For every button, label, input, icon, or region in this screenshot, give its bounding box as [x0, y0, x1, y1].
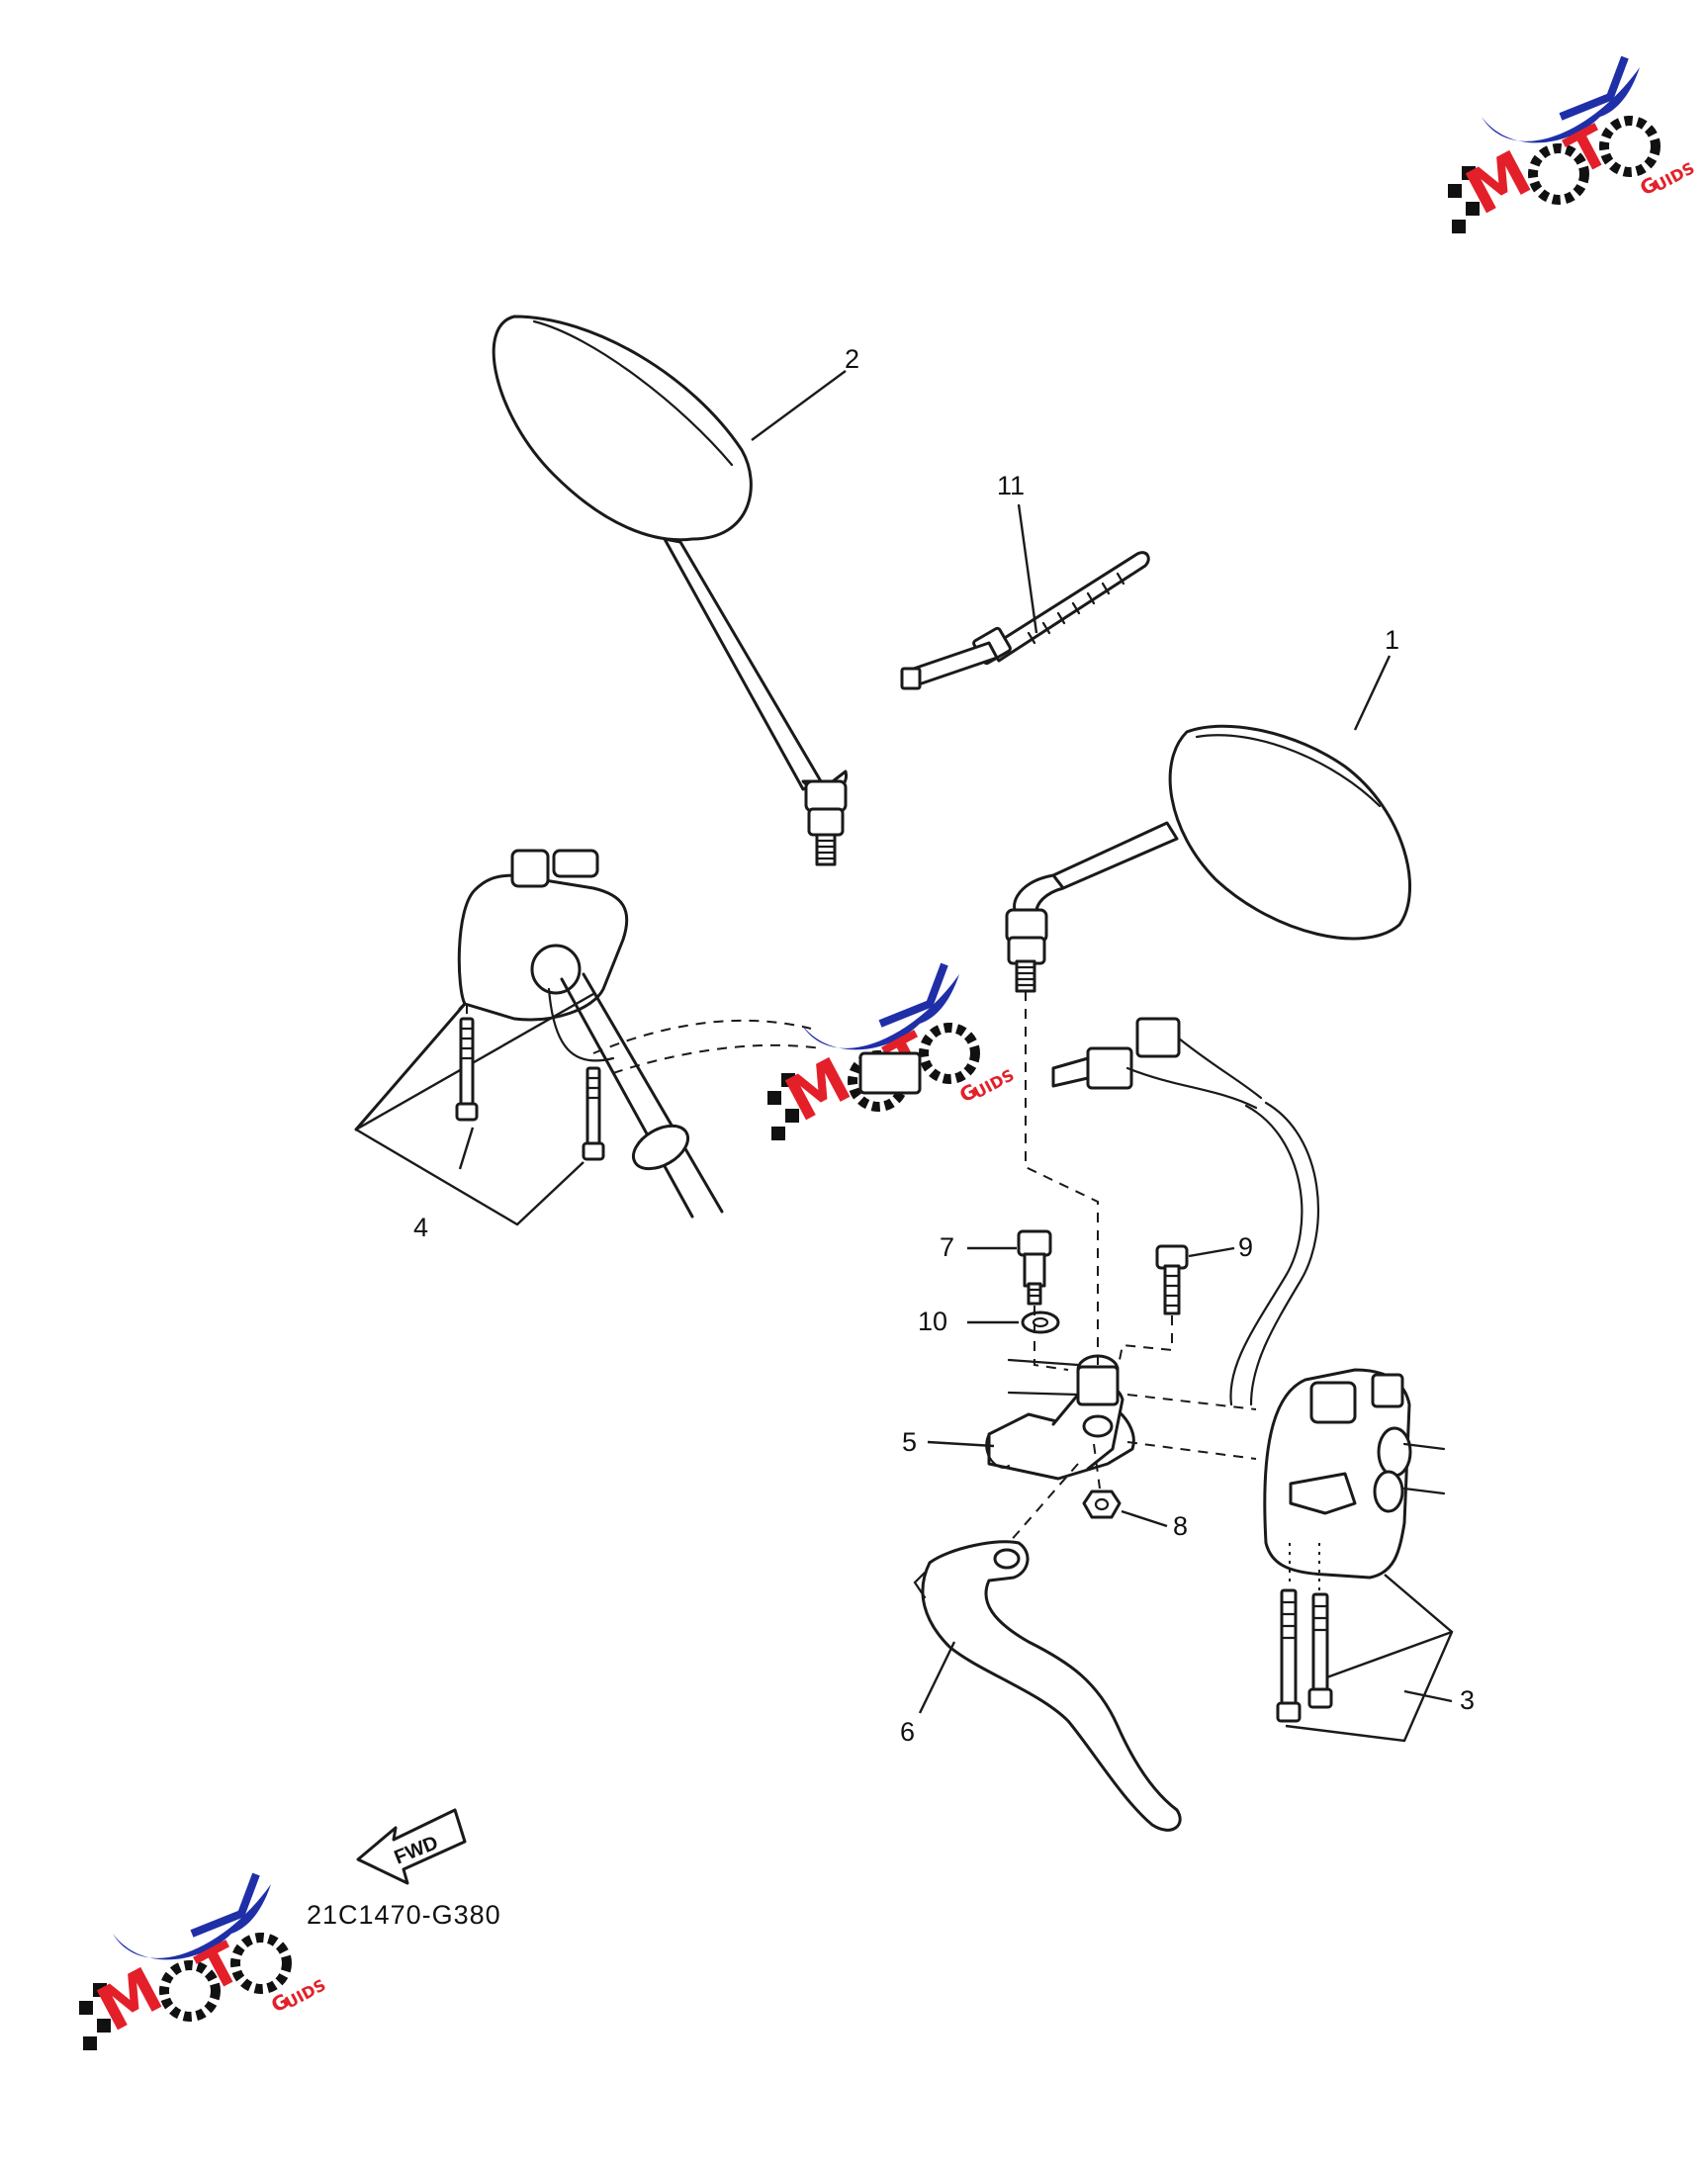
forward-arrow-icon: FWD [356, 1808, 467, 1885]
callout-6: 6 [900, 1717, 915, 1747]
callout-1: 1 [1385, 625, 1399, 655]
callout-9: 9 [1238, 1232, 1253, 1262]
callout-10: 10 [918, 1307, 947, 1336]
right-mirror [1005, 724, 1411, 993]
clamp-screw [1155, 1244, 1189, 1315]
cable-tie [900, 551, 1150, 690]
watermark-logo-bottom-left [79, 1874, 329, 2050]
assembly-guide-lines [1008, 991, 1173, 1544]
left-handlebar-switch [354, 849, 922, 1226]
diagram-code: 21C1470-G380 [307, 1900, 501, 1930]
callout-4: 4 [413, 1213, 428, 1242]
right-handlebar-switch [1263, 1368, 1454, 1743]
callout-5: 5 [902, 1427, 917, 1457]
callout-8: 8 [1173, 1511, 1188, 1541]
clutch-lever [913, 1540, 1182, 1832]
callout-2: 2 [845, 344, 859, 374]
callout-11: 11 [997, 471, 1025, 500]
right-switch-wire-harness [1051, 1017, 1320, 1406]
lever-nut [1082, 1490, 1122, 1519]
pivot-bolt [1017, 1229, 1052, 1306]
callout-3: 3 [1460, 1685, 1475, 1715]
left-mirror [492, 315, 848, 866]
watermark-logo-top-right [1448, 57, 1698, 233]
callout-7: 7 [940, 1232, 954, 1262]
washer [1021, 1310, 1060, 1334]
lever-bracket [985, 1354, 1257, 1481]
callout-leaders [458, 370, 1453, 1714]
